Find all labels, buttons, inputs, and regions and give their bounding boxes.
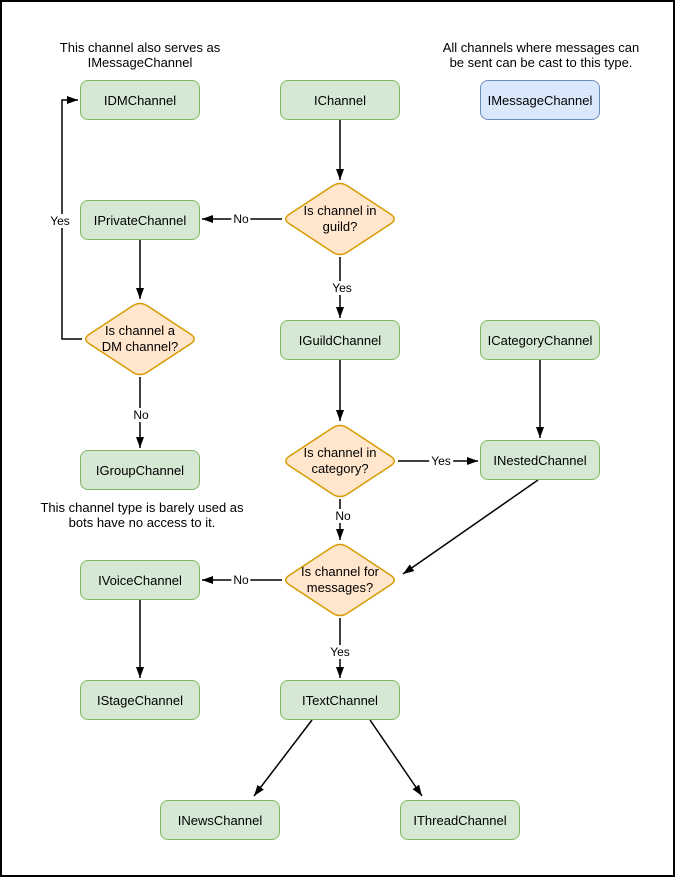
node-inestedchannel: INestedChannel: [480, 440, 600, 480]
decision-label-category-decision: Is channel in category?: [303, 445, 377, 476]
decision-guild-decision: [285, 182, 395, 256]
node-ichannel: IChannel: [280, 80, 400, 120]
edge-inestedchannel-to-messages-decision: [402, 479, 539, 575]
node-idmchannel: IDMChannel: [80, 80, 200, 120]
edge-label-edge-messages-decision-yes-itextchannel: Yes: [328, 645, 352, 659]
node-igroupchannel: IGroupChannel: [80, 450, 200, 490]
edge-label-edge-guild-decision-no-iprivatechannel: No: [231, 212, 251, 226]
node-iprivatechannel: IPrivateChannel: [80, 200, 200, 240]
node-inewschannel: INewsChannel: [160, 800, 280, 840]
edge-itextchannel-to-inewschannel: [253, 719, 313, 797]
decision-messages-decision: [285, 543, 395, 617]
decision-label-guild-decision: Is channel in guild?: [303, 203, 377, 234]
node-istagechannel: IStageChannel: [80, 680, 200, 720]
note-message-note: All channels where messages can be sent …: [442, 40, 640, 70]
edge-label-edge-messages-decision-no-ivoicechannel: No: [231, 573, 251, 587]
note-group-note: This channel type is barely used as bots…: [40, 500, 244, 530]
note-dm-note: This channel also serves as IMessageChan…: [59, 40, 221, 70]
decision-label-messages-decision: Is channel for messages?: [300, 564, 380, 595]
decision-label-dm-decision: Is channel a DM channel?: [101, 323, 179, 354]
edge-label-edge-dm-decision-yes-idmchannel: Yes: [48, 214, 72, 228]
node-ithreadchannel: IThreadChannel: [400, 800, 520, 840]
edge-label-edge-category-decision-yes-inestedchannel: Yes: [429, 454, 453, 468]
node-imessagechannel: IMessageChannel: [480, 80, 600, 120]
edge-label-edge-category-decision-no-messages-decision: No: [333, 509, 353, 523]
edge-label-edge-dm-decision-no-igroupchannel: No: [131, 408, 151, 422]
node-itextchannel: ITextChannel: [280, 680, 400, 720]
node-icategorychannel: ICategoryChannel: [480, 320, 600, 360]
decision-dm-decision: [85, 302, 195, 376]
node-ivoicechannel: IVoiceChannel: [80, 560, 200, 600]
decision-category-decision: [285, 424, 395, 498]
node-iguildchannel: IGuildChannel: [280, 320, 400, 360]
edge-label-edge-guild-decision-yes-iguildchannel: Yes: [330, 281, 354, 295]
edge-itextchannel-to-ithreadchannel: [369, 719, 423, 797]
